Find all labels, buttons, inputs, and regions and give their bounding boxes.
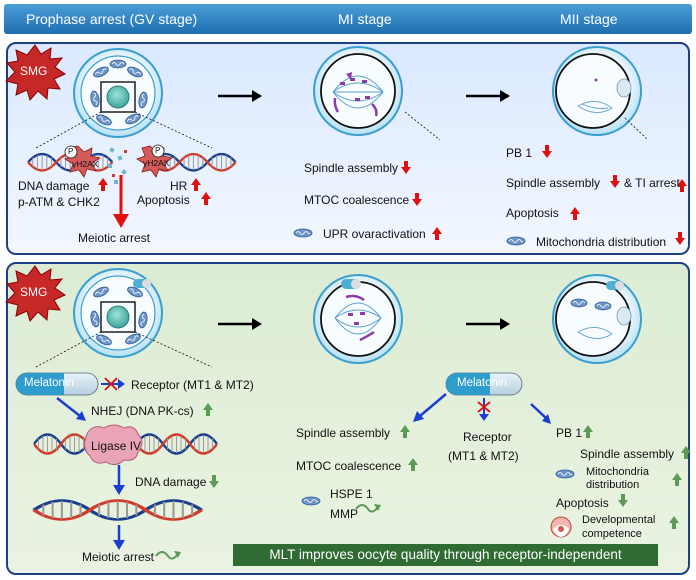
gh2ax-burst-left	[64, 145, 102, 178]
dna-helix-ligase-right	[134, 433, 219, 455]
mi-oocyte-bottom	[313, 274, 403, 364]
hspe1-label: HSPE 1	[330, 487, 373, 501]
dna-damage-label-bottom: DNA damage	[135, 475, 207, 489]
receptor-label-right-2: (MT1 & MT2)	[448, 449, 519, 463]
stage-label-mi: MI stage	[338, 11, 392, 27]
hspe-mito-icon	[301, 496, 321, 506]
dna-fragments	[108, 147, 127, 184]
hr-label: HR	[170, 179, 188, 193]
alleviated-icon-mmp	[355, 504, 381, 513]
spindle-assembly-label-top: Spindle assembly	[304, 161, 399, 175]
gv-oocyte-bottom	[73, 268, 163, 358]
gh2ax-label-2: γH2AX	[143, 158, 170, 168]
ti-arrest-label: & TI arrest	[624, 176, 680, 190]
smg-label-bottom: SMG	[20, 285, 48, 299]
receptor-label-right-1: Receptor	[463, 430, 512, 444]
developmental-competence-icon	[550, 516, 572, 538]
mtoc-label-bottom: MTOC coalescence	[296, 459, 402, 473]
patm-chk2-label: p-ATM & CHK2	[18, 195, 100, 209]
mii-oocyte-bottom	[552, 274, 642, 364]
apoptosis-label-bottom: Apoptosis	[556, 496, 609, 510]
phospho-label-2: P	[155, 146, 161, 155]
mito-label-bottom-2: distribution	[586, 479, 640, 491]
mii-oocyte-top	[552, 46, 642, 136]
receptor-blocked-icon-left	[101, 377, 125, 391]
spindle-assembly-label-bottom-right: Spindle assembly	[580, 447, 675, 461]
apoptosis-label-top-left: Apoptosis	[137, 193, 190, 207]
nhej-label: NHEJ (DNA PK-cs)	[91, 404, 194, 418]
dna-helix-repaired	[34, 501, 201, 520]
gv-oocyte-top	[73, 48, 163, 138]
receptor-label-left: Receptor (MT1 & MT2)	[131, 378, 254, 392]
conclusion-caption: MLT improves oocyte quality through rece…	[233, 544, 658, 566]
dna-damage-label-top: DNA damage	[18, 179, 90, 193]
melatonin-pill-left	[15, 372, 99, 396]
ligase-iv-blob	[84, 424, 143, 466]
developmental-label-1: Developmental	[582, 514, 656, 526]
gh2ax-burst-right	[136, 144, 174, 178]
ligase-iv-label: Ligase IV	[91, 439, 142, 453]
mito-distribution-label-top: Mitochondria distribution	[536, 235, 667, 249]
pb1-label-top: PB 1	[506, 146, 533, 160]
meiotic-arrest-label-bottom: Meiotic arrest	[82, 550, 155, 564]
meiotic-arrest-label-top: Meiotic arrest	[78, 231, 151, 245]
spindle-assembly-label-bottom: Spindle assembly	[296, 426, 391, 440]
mmp-label: MMP	[330, 507, 358, 521]
smg-label-top: SMG	[20, 64, 48, 78]
mtoc-label-top: MTOC coalescence	[304, 193, 410, 207]
receptor-blocked-icon-right	[477, 398, 491, 421]
stage-header-bar	[4, 4, 692, 34]
upr-label: UPR ovaractivation	[323, 227, 426, 241]
upr-mito-icon	[293, 228, 313, 238]
mito-distribution-icon-top	[506, 236, 526, 246]
stage-label-mii: MII stage	[560, 11, 618, 27]
gh2ax-label-1: γH2AX	[72, 159, 99, 169]
alleviated-icon-arrest	[155, 551, 181, 560]
phospho-label-1: P	[68, 147, 74, 156]
developmental-label-2: competence	[582, 528, 642, 540]
mito-label-bottom-1: Mitochondria	[586, 466, 649, 478]
melatonin-pill-right	[445, 372, 523, 396]
mi-oocyte-top	[313, 46, 403, 136]
pb1-label-bottom: PB 1	[556, 426, 583, 440]
melatonin-label-left: Melatonin	[24, 377, 74, 389]
stage-label-gv: Prophase arrest (GV stage)	[26, 11, 198, 27]
apoptosis-label-top-right: Apoptosis	[506, 206, 559, 220]
spindle-assembly-label-top-right: Spindle assembly	[506, 176, 601, 190]
melatonin-label-right: Melatonin	[457, 377, 507, 389]
